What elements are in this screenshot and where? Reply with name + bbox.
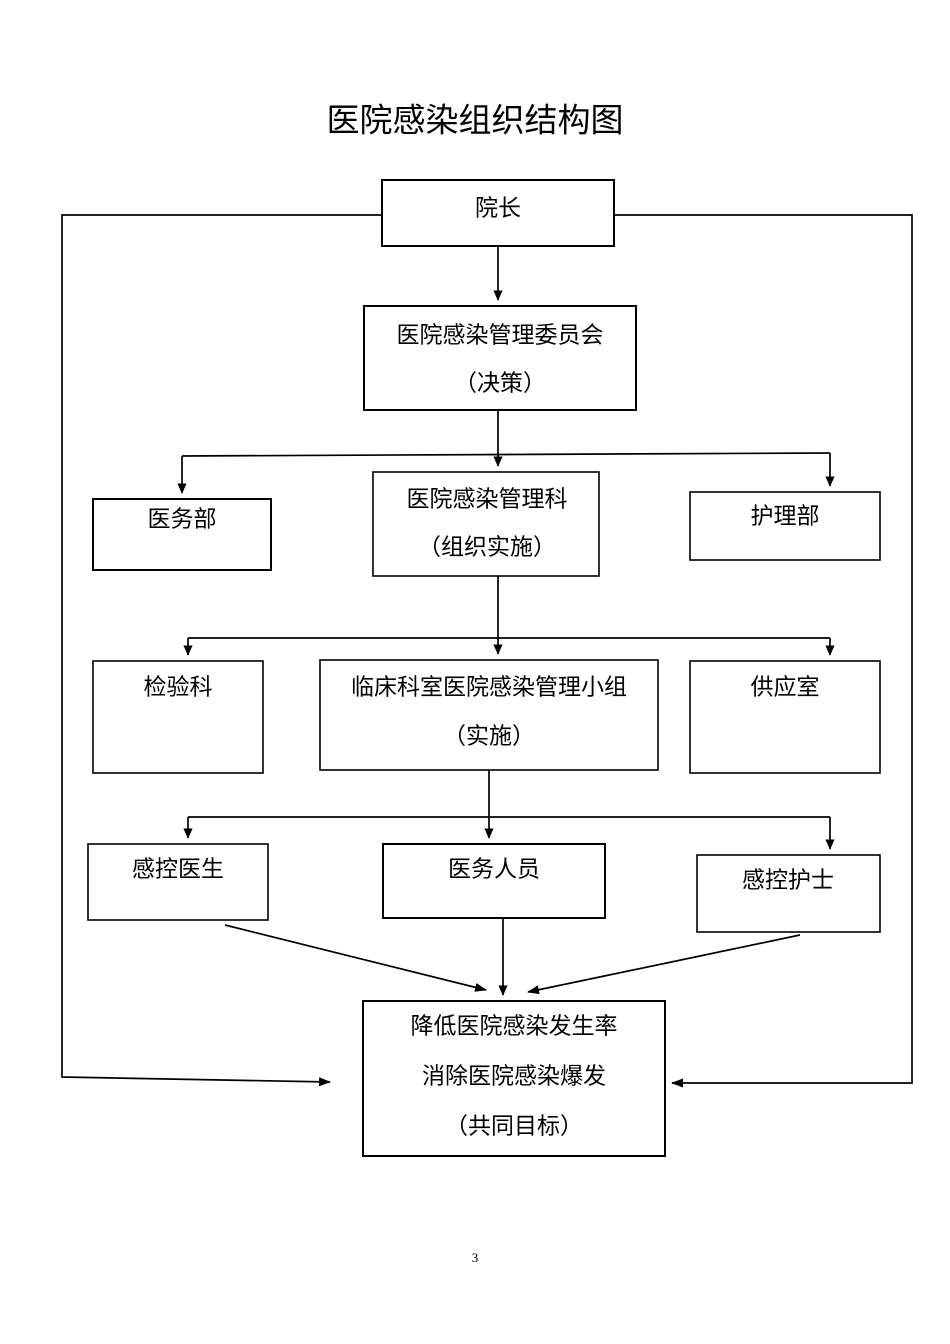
node-infection-control-dept-label-1: 医院感染管理科 <box>407 486 568 511</box>
node-nursing-dept[interactable]: 护理部 <box>689 491 881 561</box>
node-supply-room[interactable]: 供应室 <box>689 660 881 774</box>
node-director-box[interactable] <box>381 179 615 247</box>
node-nursing-dept-box[interactable] <box>689 491 881 561</box>
connector-clinical-group-to-level4 <box>183 770 835 850</box>
node-medical-staff-box[interactable] <box>382 843 606 919</box>
node-director[interactable]: 院长 <box>381 179 615 247</box>
node-nursing-dept-label-1: 护理部 <box>751 503 820 528</box>
page-title: 医院感染组织结构图 <box>327 103 624 140</box>
node-clinical-dept-group-label-1: 临床科室医院感染管理小组 <box>351 674 627 699</box>
node-supply-room-box[interactable] <box>689 660 881 774</box>
node-medical-affairs-dept-label-1: 医务部 <box>148 506 217 531</box>
connector-infection-dept-to-level3 <box>183 576 835 656</box>
node-medical-affairs-dept-box[interactable] <box>92 498 272 571</box>
node-clinical-dept-group-label-2: （实施） <box>443 723 535 748</box>
node-infection-control-nurse[interactable]: 感控护士 <box>696 854 881 933</box>
node-committee-box[interactable] <box>363 305 637 411</box>
node-laboratory-dept-label-1: 检验科 <box>144 674 213 699</box>
node-supply-room-label-1: 供应室 <box>751 674 820 699</box>
node-common-goal-label-3: （共同目标） <box>445 1113 583 1138</box>
node-common-goal-label-2: 消除医院感染爆发 <box>422 1063 606 1088</box>
node-common-goal[interactable]: 降低医院感染发生率 消除医院感染爆发 （共同目标） <box>362 1000 666 1157</box>
node-infection-control-doctor-box[interactable] <box>87 843 269 921</box>
connector-nurse-to-goal <box>527 934 801 995</box>
node-infection-control-dept[interactable]: 医院感染管理科 （组织实施） <box>372 471 600 577</box>
page-number: 3 <box>472 1250 479 1265</box>
node-clinical-dept-group-box[interactable] <box>319 659 659 771</box>
node-medical-staff-label-1: 医务人员 <box>448 856 540 881</box>
node-infection-control-doctor[interactable]: 感控医生 <box>87 843 269 921</box>
node-committee-label-1: 医院感染管理委员会 <box>397 322 604 347</box>
node-infection-control-dept-label-2: （组织实施） <box>418 534 556 559</box>
node-common-goal-label-1: 降低医院感染发生率 <box>411 1013 618 1038</box>
node-infection-control-nurse-box[interactable] <box>696 854 881 933</box>
node-infection-control-nurse-label-1: 感控护士 <box>742 867 834 892</box>
node-medical-staff[interactable]: 医务人员 <box>382 843 606 919</box>
node-common-goal-box[interactable] <box>362 1000 666 1157</box>
connector-director-to-goal-left <box>61 214 382 1087</box>
connector-director-to-goal-right <box>614 214 913 1088</box>
node-infection-control-dept-box[interactable] <box>372 471 600 577</box>
connector-doctor-to-goal <box>224 924 487 992</box>
node-laboratory-dept-box[interactable] <box>92 660 264 774</box>
connector-committee-to-level2 <box>177 410 835 494</box>
node-committee[interactable]: 医院感染管理委员会 （决策） <box>363 305 637 411</box>
node-infection-control-doctor-label-1: 感控医生 <box>132 856 224 881</box>
node-medical-affairs-dept[interactable]: 医务部 <box>92 498 272 571</box>
node-director-label-1: 院长 <box>475 195 521 220</box>
node-clinical-dept-group[interactable]: 临床科室医院感染管理小组 （实施） <box>319 659 659 771</box>
node-laboratory-dept[interactable]: 检验科 <box>92 660 264 774</box>
node-committee-label-2: （决策） <box>454 370 546 395</box>
